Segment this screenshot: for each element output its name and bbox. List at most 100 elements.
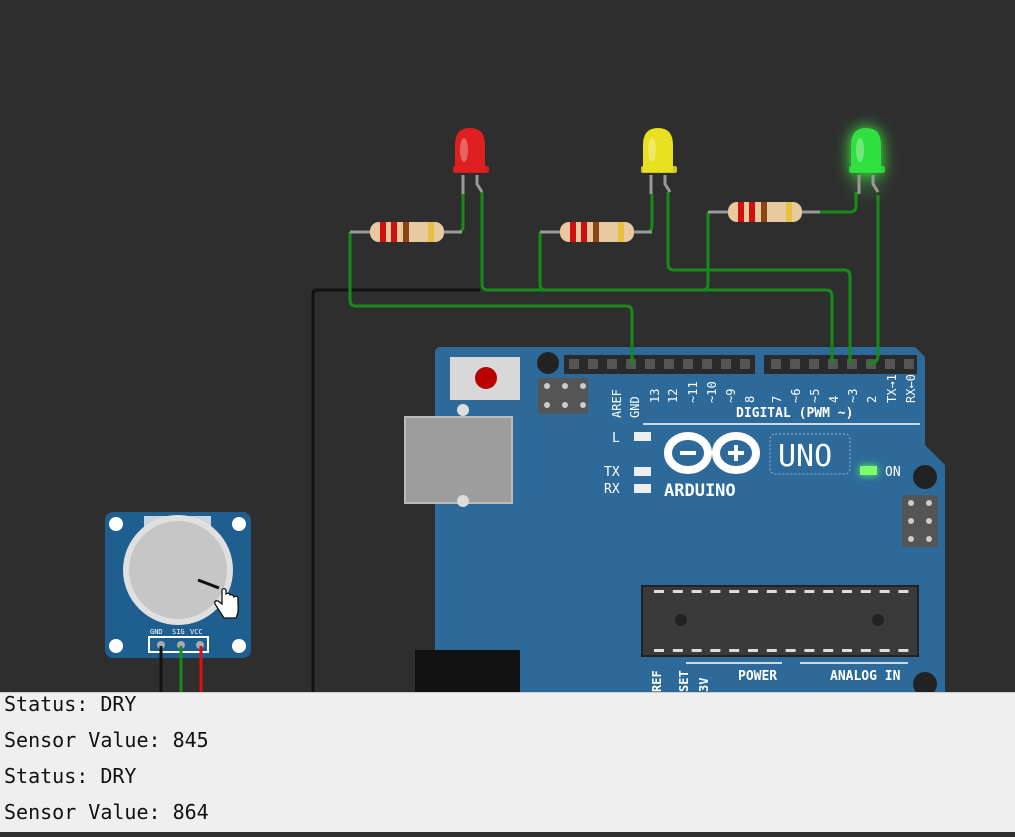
pin-label-reset: SET — [677, 670, 691, 692]
pin-label: ~9 — [724, 389, 738, 403]
header-pin[interactable] — [904, 359, 914, 369]
header-pin[interactable] — [740, 359, 750, 369]
chip-pin — [654, 590, 664, 593]
header-pin[interactable] — [885, 359, 895, 369]
chip-pin — [879, 590, 890, 593]
header-pin[interactable] — [809, 359, 819, 369]
chip-pin — [860, 590, 871, 593]
chip-pin — [804, 590, 815, 593]
potentiometer[interactable]: GND SIG VCC — [105, 512, 251, 692]
wire-yellow-pin3[interactable] — [666, 192, 852, 364]
header-pin[interactable] — [569, 359, 579, 369]
chip-pin — [729, 590, 740, 593]
pin-label: TX→1 — [885, 374, 899, 403]
chip-pin — [710, 590, 721, 593]
pin-label: ~6 — [789, 389, 803, 403]
chip-pin — [898, 649, 909, 652]
usb-connector — [404, 416, 513, 504]
header-pin[interactable] — [721, 359, 731, 369]
serial-line: Status: DRY — [4, 764, 137, 788]
header-pin[interactable] — [664, 359, 674, 369]
chip-pin — [729, 649, 740, 652]
pot-pin-label-sig: SIG — [172, 628, 185, 636]
pin-label: RX←0 — [904, 374, 918, 403]
pin-label: 2 — [865, 396, 879, 403]
chip-pin — [691, 590, 702, 593]
header-pin[interactable] — [607, 359, 617, 369]
pin-label: GND — [628, 396, 642, 418]
led-label-tx: TX — [604, 465, 620, 480]
pot-pin-label-gnd: GND — [150, 628, 163, 636]
header-pin[interactable] — [588, 359, 598, 369]
chip-pin — [785, 590, 796, 593]
chip-pin — [842, 590, 852, 593]
pin-label-ioref: REF — [650, 670, 664, 692]
pin-label: AREF — [610, 389, 624, 418]
digital-header-right[interactable] — [764, 355, 917, 374]
resistor-1[interactable] — [350, 222, 462, 242]
serial-line: Sensor Value: 864 — [4, 800, 209, 824]
chip-pin — [823, 590, 834, 593]
chip-pin — [654, 649, 664, 652]
potentiometer-knob[interactable] — [129, 521, 227, 619]
yellow-led[interactable] — [641, 128, 677, 194]
resistor-2[interactable] — [540, 222, 652, 242]
header-pin[interactable] — [771, 359, 781, 369]
pin-label: ~10 — [705, 381, 719, 403]
chip-pin — [860, 649, 871, 652]
serial-line: Sensor Value: 845 — [4, 728, 209, 752]
pot-pin-label-vcc: VCC — [190, 628, 203, 636]
resistor-3[interactable] — [708, 202, 820, 222]
header-pin[interactable] — [790, 359, 800, 369]
brand-label: ARDUINO — [664, 481, 736, 501]
chip-pin — [842, 649, 852, 652]
header-pin[interactable] — [847, 359, 857, 369]
on-label: ON — [885, 465, 901, 480]
wire-green-anode[interactable] — [820, 192, 858, 214]
pin-label: 13 — [648, 389, 662, 403]
pin-label: 8 — [743, 396, 757, 403]
red-led[interactable] — [453, 128, 489, 194]
power-label: POWER — [738, 669, 777, 684]
pin-label-3v3: 3V — [697, 678, 711, 692]
header-pin[interactable] — [702, 359, 712, 369]
wires[interactable] — [348, 192, 880, 366]
black-wire[interactable] — [311, 288, 480, 692]
led-label-rx: RX — [604, 482, 620, 497]
header-pin[interactable] — [683, 359, 693, 369]
analog-label: ANALOG IN — [830, 669, 901, 684]
pin-label: ~5 — [808, 389, 822, 403]
wire-yellow-gnd[interactable] — [538, 232, 547, 292]
pin-label: 7 — [770, 396, 784, 403]
chip-pin — [804, 649, 815, 652]
chip-pin — [898, 590, 909, 593]
chip-pin — [766, 649, 777, 652]
wire-green-pin2[interactable] — [867, 195, 880, 366]
arduino-logo-icon — [664, 432, 760, 474]
pin-label: 4 — [827, 396, 841, 403]
chip-pin — [672, 590, 683, 593]
wire-yellow-anode[interactable] — [645, 194, 654, 234]
wire-green-gnd[interactable] — [701, 212, 710, 292]
model-label: UNO — [778, 439, 832, 474]
hand-cursor-icon — [214, 587, 239, 619]
chip-pin — [766, 590, 777, 593]
chip-pin — [710, 649, 721, 652]
wire-red-gnd[interactable] — [348, 232, 634, 364]
wire-red-pin4[interactable] — [480, 192, 834, 364]
header-pin[interactable] — [645, 359, 655, 369]
serial-monitor[interactable]: Status: DRY Sensor Value: 845 Status: DR… — [0, 692, 1015, 832]
power-led — [860, 466, 877, 475]
chip-pin — [879, 649, 890, 652]
chip-pin — [748, 590, 758, 593]
power-jack — [415, 650, 520, 692]
green-led[interactable] — [849, 128, 885, 194]
atmega-chip — [641, 585, 919, 657]
serial-line: Status: DRY — [4, 692, 137, 716]
chip-pin — [672, 649, 683, 652]
chip-pin — [823, 649, 834, 652]
pin-label: ~11 — [686, 381, 700, 403]
wire-red-anode[interactable] — [456, 194, 465, 234]
